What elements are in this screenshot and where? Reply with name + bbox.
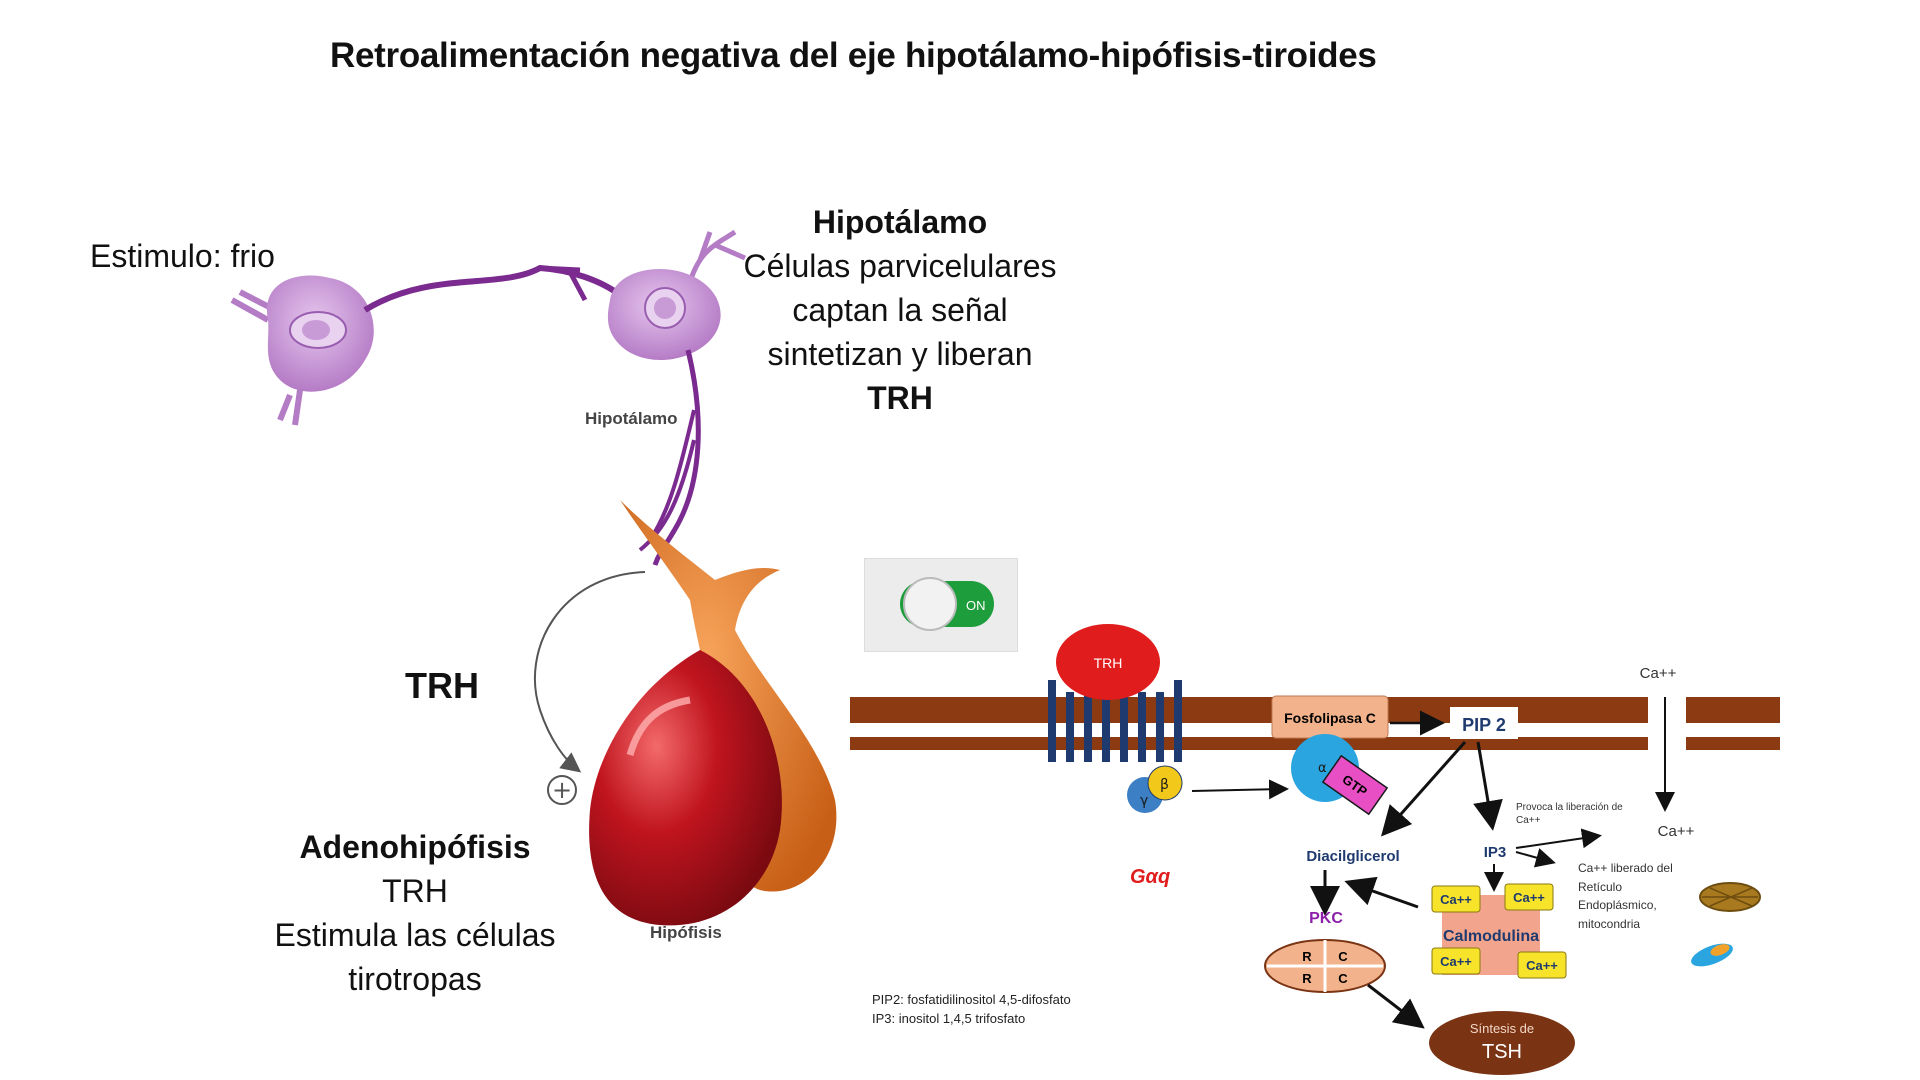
hypothalamus-line2: captan la señal	[792, 292, 1008, 328]
tsh-line2: TSH	[1482, 1041, 1522, 1063]
dag-label: Diacilglicerol	[1306, 848, 1399, 865]
hypothalamus-heading: Hipotálamo	[812, 204, 988, 240]
gtp-box: GTP	[1321, 754, 1389, 816]
gaq-label: Gαq	[1130, 866, 1170, 888]
toggle-label: ON	[966, 598, 986, 613]
ca-release-line4: mitocondria	[1578, 917, 1640, 931]
hypothalamus-figure-label: Hipotálamo	[585, 409, 678, 428]
adenohypophysis-line3: tirotropas	[348, 961, 482, 997]
plus-circle	[547, 775, 577, 805]
pip2-to-dag-arrow	[1381, 741, 1467, 837]
calmodulin-label: Calmodulina	[1443, 928, 1539, 945]
adenohypophysis-line1: TRH	[382, 873, 448, 909]
hypothalamus-description: Hipotálamo Células parvicelulares captan…	[700, 200, 1100, 420]
pip2-label: PIP 2	[1462, 715, 1506, 735]
ca-release-line3: Endoplásmico,	[1578, 898, 1657, 912]
beta-label: β	[1160, 777, 1169, 793]
phospholipase-c-label: Fosfolipasa C	[1284, 710, 1376, 726]
plus-sign: +	[552, 776, 572, 804]
neuron-left	[230, 275, 374, 426]
ca-release-line1: Ca++ liberado del	[1578, 861, 1673, 875]
axon-descending-3	[638, 439, 696, 552]
calmodulin-ca-1: Ca++	[1440, 892, 1472, 907]
mitochondria-icon	[1691, 943, 1733, 967]
pituitary-figure-label: Hipófisis	[650, 923, 722, 942]
calmodulin-ca-2: Ca++	[1513, 890, 1545, 905]
ip3-note-line2: Ca++	[1516, 815, 1541, 826]
axon-descending-1	[652, 349, 701, 566]
tsh-synthesis	[1429, 1011, 1575, 1075]
adenohypophysis-description: Adenohipófisis TRH Estimula las células …	[230, 825, 600, 1001]
pkc-to-tsh-arrow	[1367, 983, 1425, 1029]
pkc-c-top: C	[1338, 949, 1348, 964]
calmodulin-ca-4: Ca++	[1526, 958, 1558, 973]
anterior-pituitary	[589, 650, 782, 926]
neuron-right	[607, 229, 746, 360]
pkc-c-bottom: C	[1338, 971, 1348, 986]
trh-receptor	[1048, 680, 1182, 762]
calcium-channel	[1648, 692, 1686, 758]
trh-ligand-label: TRH	[1094, 655, 1123, 671]
alpha-label: α	[1318, 761, 1327, 776]
calmodulin-ca-boxes	[1431, 883, 1567, 979]
ip3-note-line1: Provoca la liberación de	[1516, 802, 1623, 813]
tsh-line1: Síntesis de	[1470, 1021, 1534, 1036]
calmodulin-ca-3: Ca++	[1440, 954, 1472, 969]
hypothalamus-line3: sintetizan y liberan	[767, 336, 1033, 372]
trh-label: TRH	[405, 665, 479, 706]
pip2-box	[1450, 707, 1518, 739]
g-protein-arrow	[1191, 779, 1289, 800]
hypothalamus-hormone: TRH	[867, 380, 933, 416]
toggle-knob	[903, 577, 957, 631]
pip2-to-ip3-arrow	[1473, 741, 1503, 831]
trh-ligand	[1056, 624, 1160, 700]
ip3-label: IP3	[1484, 844, 1507, 861]
note-pip2: PIP2: fosfatidilinositol 4,5-difosfato	[872, 992, 1071, 1007]
ca-mid-label: Ca++	[1658, 823, 1695, 840]
ip3-release-arrow-1	[1515, 828, 1602, 849]
adenohypophysis-line2: Estimula las células	[274, 917, 556, 953]
calmodulin-to-dag-arrow	[1344, 876, 1419, 909]
note-ip3: IP3: inositol 1,4,5 trifosfato	[872, 1011, 1026, 1026]
trh-arrow	[533, 571, 646, 773]
ip3-release-arrow-2	[1515, 848, 1556, 868]
ca-release-line2: Retículo	[1578, 880, 1622, 894]
pkc-label: PKC	[1309, 910, 1343, 927]
axon-descending-2	[648, 409, 696, 542]
axon-connection	[363, 264, 622, 313]
pituitary-gland	[589, 500, 837, 926]
hypothalamus-line1: Células parvicelulares	[743, 248, 1057, 284]
stimulus-label: Estimulo: frio	[90, 238, 275, 274]
beta-subunit	[1147, 765, 1183, 801]
page-title: Retroalimentación negativa del eje hipot…	[330, 36, 1377, 75]
pkc-r-bottom: R	[1302, 971, 1312, 986]
gamma-label: γ	[1140, 793, 1148, 809]
pkc-r-top: R	[1302, 949, 1312, 964]
axon-branch	[539, 265, 588, 302]
ca-top-label: Ca++	[1640, 665, 1677, 682]
adenohypophysis-heading: Adenohipófisis	[299, 829, 531, 865]
abbreviation-notes: PIP2: fosfatidilinositol 4,5-difosfato I…	[872, 990, 1071, 1028]
